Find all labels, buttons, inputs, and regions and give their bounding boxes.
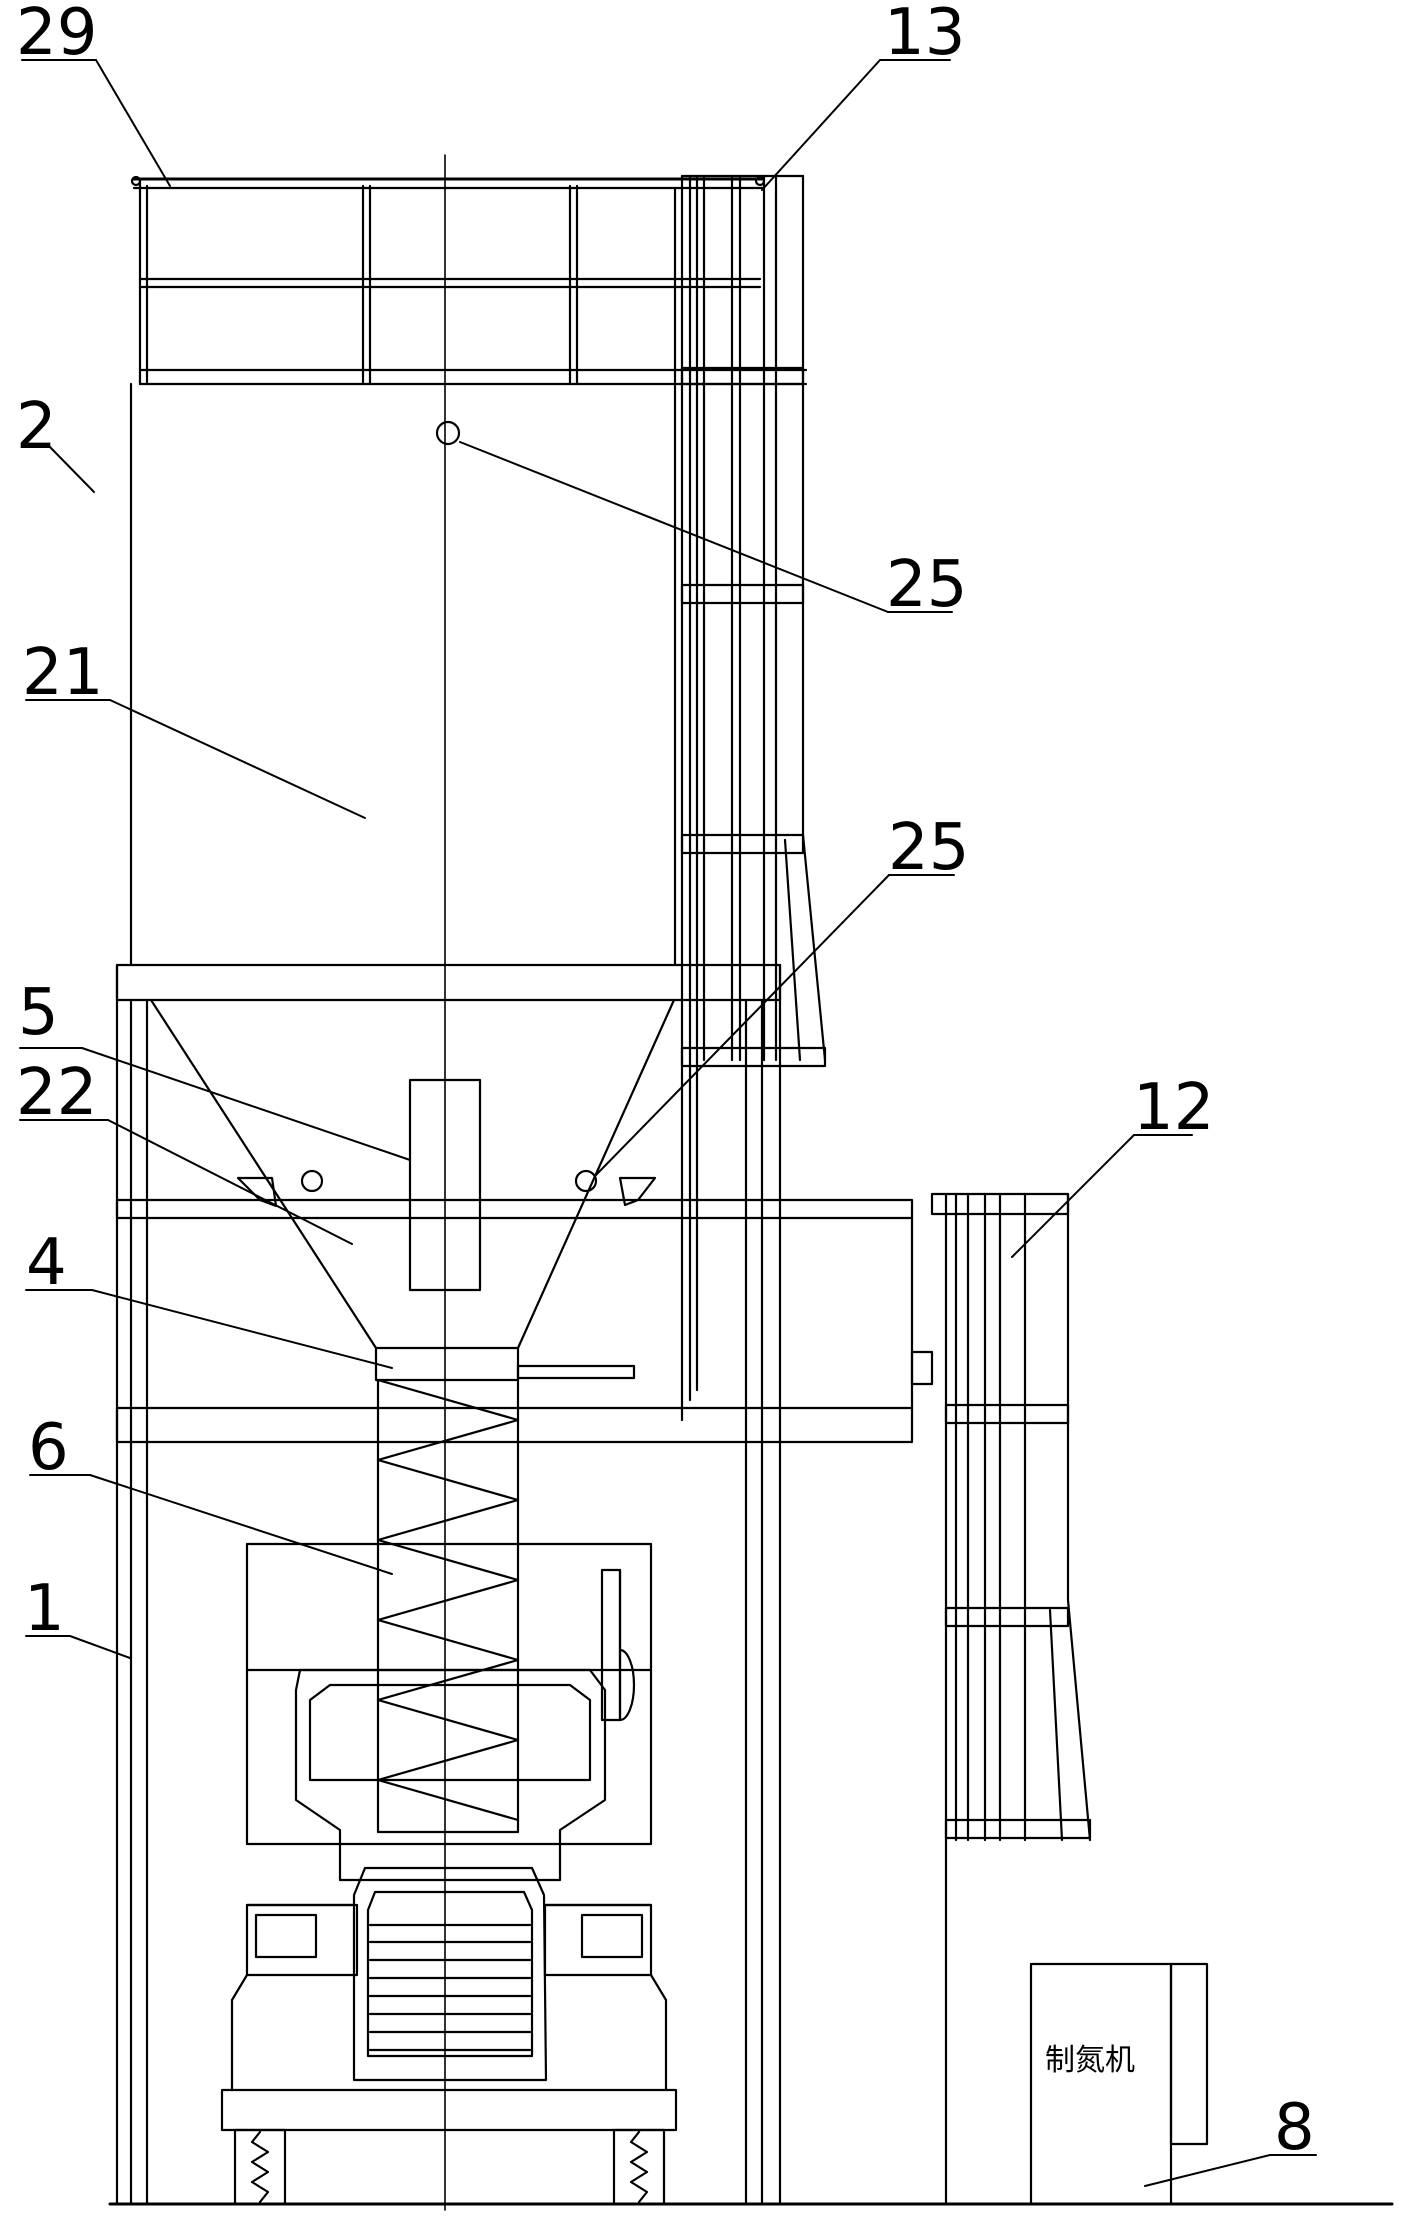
top-railing	[130, 175, 808, 386]
label-25-cone: 25	[888, 811, 969, 885]
silo-body	[129, 186, 677, 967]
nitrogen-generator-text: 制氮机	[1045, 2043, 1135, 2078]
label-22: 22	[16, 1056, 97, 1130]
cone-hopper	[149, 998, 676, 1350]
nitrogen-generator: 制氮机	[1029, 1962, 1209, 2206]
label-1: 1	[24, 1572, 65, 1646]
silo-ladder	[680, 174, 827, 1422]
label-21: 21	[22, 636, 103, 710]
discharge-valve	[374, 1346, 636, 1382]
label-29: 29	[16, 0, 97, 70]
telescopic-chute	[376, 1378, 520, 1834]
label-5: 5	[18, 976, 59, 1050]
sensor-port-top	[435, 420, 461, 446]
callout-labels: 29 13 2 25 21 25 5 22 12 4 6 1 8	[16, 0, 1315, 2165]
label-8: 8	[1274, 2091, 1315, 2165]
label-4: 4	[26, 1226, 67, 1300]
leader-lines	[19, 59, 1317, 2187]
support-frame	[115, 963, 934, 2206]
tank-truck	[220, 1542, 678, 2206]
label-2: 2	[16, 390, 57, 464]
label-25-top: 25	[886, 548, 967, 622]
frame-ladder	[930, 1192, 1092, 2206]
label-12: 12	[1133, 1071, 1214, 1145]
label-13: 13	[884, 0, 965, 70]
label-6: 6	[28, 1411, 69, 1485]
level-device	[408, 1078, 482, 1292]
sensor-port-cone	[300, 1169, 598, 1193]
